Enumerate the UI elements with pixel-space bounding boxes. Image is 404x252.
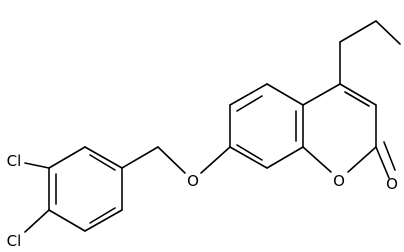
bond [229,83,268,106]
bond [84,209,123,232]
atom-label-ether-oxygen: O [187,172,199,190]
double-bond-inner [89,207,116,224]
carbonyl-bond [375,146,390,179]
atom-label-carbonyl-oxygen: O [386,175,398,193]
coumarin-benzo-ring [229,83,304,169]
bond [302,146,332,173]
coumarin-pyrone-ring [302,83,377,173]
bond [48,146,86,169]
propyl-chain [339,20,401,85]
double-bond-inner [344,91,370,107]
bond [266,83,304,106]
bond [339,20,377,43]
carbonyl-bond [383,141,396,171]
bond [48,209,86,232]
double-bond-inner [236,95,263,112]
bond [229,146,268,169]
bond [200,146,231,174]
bond [375,20,401,45]
atom-label-cl-lower: Cl [7,232,22,250]
bond [347,146,377,173]
bond [339,83,377,106]
double-bond-inner [89,154,116,171]
bond [302,83,341,106]
bond-c-cl-upper [24,162,50,169]
atom-label-cl-upper: Cl [7,152,22,170]
bond-c-cl-lower [24,209,50,233]
double-bond-inner [236,144,263,161]
bond [84,146,123,169]
atom-label-ring-oxygen: O [333,172,345,190]
bond [266,146,304,169]
dichlorophenyl-ring [48,146,123,232]
bond [157,146,186,174]
bond [121,146,159,169]
